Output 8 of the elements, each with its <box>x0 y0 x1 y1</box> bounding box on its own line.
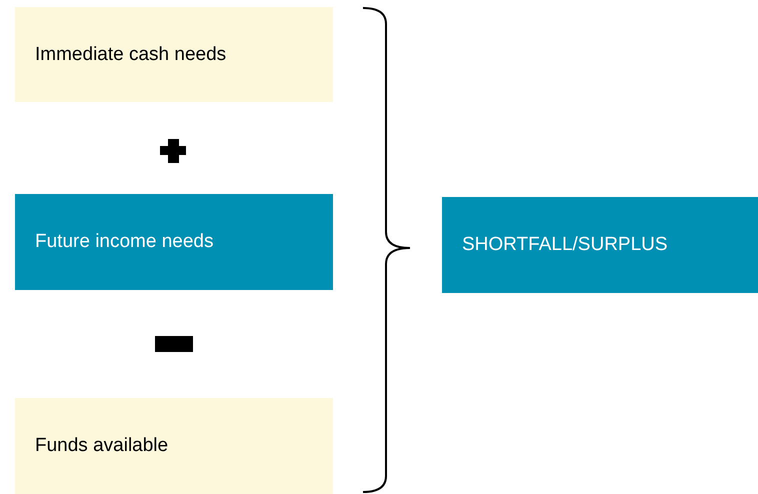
box-label: Funds available <box>35 435 168 457</box>
text-box <box>442 197 758 293</box>
box-label: Future income needs <box>35 231 214 253</box>
text-box <box>15 194 333 290</box>
box-label: Immediate cash needs <box>35 44 226 66</box>
text-box <box>15 7 333 102</box>
box-label: SHORTFALL/SURPLUS <box>462 234 668 256</box>
text-box <box>15 398 333 494</box>
